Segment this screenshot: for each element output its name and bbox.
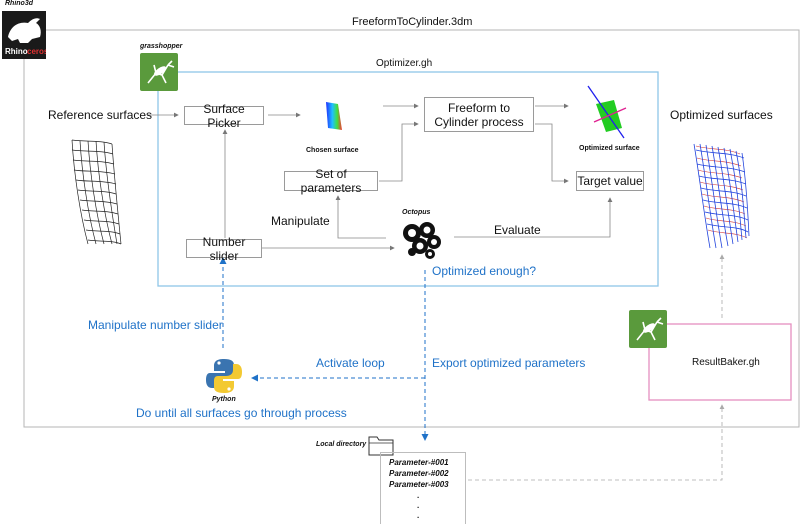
local-directory-label: Local directory [316,441,367,448]
optimized-surfaces-label: Optimized surfaces [670,108,773,122]
grasshopper-label: grasshopper [140,43,183,50]
rhino-logo-icon: Rhino ceros [2,11,49,59]
reference-surfaces-mesh [71,139,122,245]
optimized-enough-label: Optimized enough? [432,264,537,278]
number-slider-box: Number slider [186,235,262,263]
evaluate-label: Evaluate [494,223,541,237]
parameter-file-ellipsis-1: . [417,491,420,500]
python-label: Python [212,396,236,403]
activate-loop-label: Activate loop [316,356,385,370]
freeform-process-line1: Freeform to [447,100,510,115]
file-title: FreeformToCylinder.3dm [352,16,473,28]
optimized-surface-small-label: Optimized surface [579,145,640,152]
rhino-file-frame [23,29,800,428]
parameter-file-ellipsis-2: . [417,501,420,510]
octopus-icon [403,222,441,259]
reference-surfaces-label: Reference surfaces [48,108,153,122]
parameter-file-2: Parameter-#002 [389,469,449,478]
freeform-process-box: Freeform to Cylinder process [424,97,534,132]
python-icon [206,359,242,393]
optimizer-frame [157,71,659,287]
resultbaker-label: ResultBaker.gh [692,357,760,368]
optimizer-title: Optimizer.gh [376,58,433,69]
set-of-parameters-box: Set of parameters [284,167,378,195]
manipulate-number-slider-label: Manipulate number slider [88,318,223,332]
octopus-label: Octopus [402,209,431,216]
chosen-surface-label: Chosen surface [306,147,359,154]
rhino-logo-text-a: Rhino [5,47,28,56]
chosen-surface-image [326,102,342,130]
do-until-label: Do until all surfaces go through process [136,406,347,420]
optimized-surface-image [587,85,627,139]
optimized-surfaces-mesh [693,143,750,249]
export-optimized-parameters-label: Export optimized parameters [432,356,586,370]
resultbaker-frame [648,323,792,401]
parameter-file-list: Parameter-#001 Parameter-#002 Parameter-… [380,452,466,524]
parameter-file-ellipsis-3: . [417,511,420,520]
manipulate-label: Manipulate [271,214,330,228]
surface-picker-box: Surface Picker [184,102,264,130]
parameter-file-3: Parameter-#003 [389,480,449,489]
target-value-box: Target value [576,171,644,191]
grasshopper-icon [140,53,178,91]
freeform-process-line2: Cylinder process [434,114,524,129]
folder-icon [368,436,394,456]
parameter-file-1: Parameter-#001 [389,458,449,467]
rhino-logo-text-b: ceros [27,47,46,56]
rhino-label: Rhino3d [5,0,33,7]
grasshopper-icon-resultbaker [629,310,667,348]
